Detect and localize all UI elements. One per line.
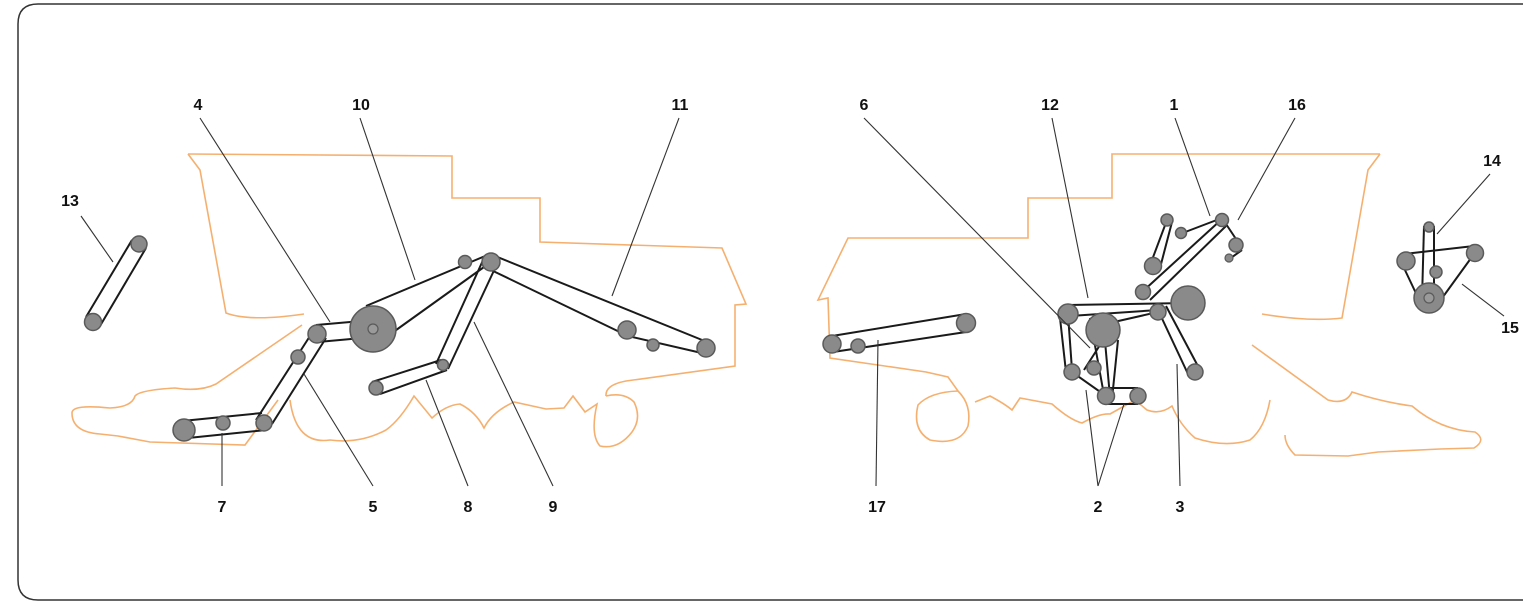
pulley [1086,360,1102,376]
pulley [1129,387,1147,405]
belt-13 [85,239,147,327]
pulley-large [1170,285,1206,321]
callout-14: 14 [1483,153,1501,170]
pulley [130,235,148,253]
callout-1: 1 [1170,97,1179,114]
callout-4: 4 [194,97,203,114]
pulley [1396,251,1416,271]
pulley [850,338,866,354]
pulley [1134,283,1152,301]
left-belts [181,253,713,439]
callout-13: 13 [61,193,79,210]
pulley-large [1085,312,1121,348]
callout-12: 12 [1041,97,1059,114]
pulley [1429,265,1443,279]
callout-8: 8 [464,499,473,516]
left-drive-system [83,235,716,442]
callout-11: 11 [672,97,689,114]
callout-labels: 13 4 10 11 7 5 8 9 6 12 1 16 14 15 17 2 … [61,97,1519,516]
right-drive-system [822,212,1485,406]
pulley [172,418,196,442]
pulley [1063,363,1081,381]
pulley [1174,226,1188,240]
callout-2: 2 [1094,499,1103,516]
callout-15: 15 [1501,320,1519,337]
pulley [255,414,273,432]
left-machine-outline [71,153,748,448]
pulley [1160,213,1174,227]
callout-17: 17 [868,499,886,516]
pulley [1186,363,1204,381]
pulley [368,380,384,396]
pulley [1143,256,1163,276]
pulley [215,415,231,431]
pulley [1214,212,1230,228]
pulley [955,312,977,334]
pulley [83,312,103,332]
diagram-frame [17,3,1523,601]
callout-6: 6 [860,97,869,114]
pulley [1224,253,1234,263]
pulley [1465,243,1485,263]
callout-7: 7 [218,499,227,516]
callout-5: 5 [369,499,378,516]
pulley [617,320,637,340]
pulley [822,334,842,354]
right-machine-outline [816,153,1482,457]
pulley [436,358,450,372]
leader-lines [80,117,1505,487]
callout-10: 10 [352,97,370,114]
pulley [1057,303,1079,325]
pulley [481,252,501,272]
pulley [457,254,473,270]
callout-3: 3 [1176,499,1185,516]
pulley [1149,303,1167,321]
pulley [696,338,716,358]
callout-16: 16 [1288,97,1306,114]
callout-9: 9 [549,499,558,516]
pulley [1096,386,1116,406]
pulley [307,324,327,344]
pulley-hub [367,323,379,335]
pulley [1228,237,1244,253]
pulley [1423,221,1435,233]
pulley [290,349,306,365]
pulley-hub [1423,292,1435,304]
pulley [646,338,660,352]
